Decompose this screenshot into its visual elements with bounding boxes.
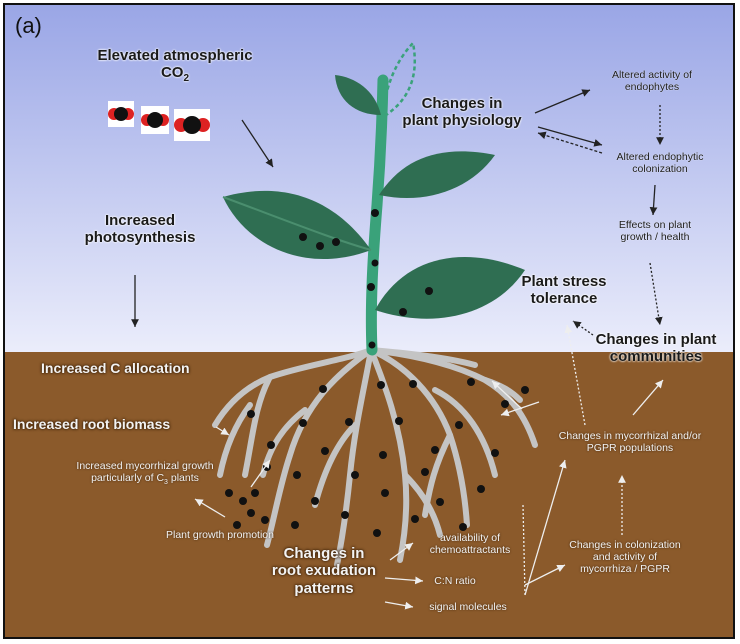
colonization-line1: Altered endophytic xyxy=(617,151,704,163)
elevated-co2-line1: Elevated atmospheric xyxy=(97,47,252,64)
root-exudation-label: Changes in root exudation patterns xyxy=(259,545,389,597)
plant-communities-label: Changes in plant communities xyxy=(579,331,733,366)
populations-line1: Changes in mycorrhizal and/or xyxy=(559,430,701,442)
co2-molecule-icon xyxy=(141,106,169,134)
panel-label: (a) xyxy=(15,13,42,38)
mycorrhizal-line1: Increased mycorrhizal growth xyxy=(76,460,213,472)
exudation-line3: patterns xyxy=(294,580,353,597)
colonization-activity-line2: and activity of xyxy=(593,551,657,563)
exudation-line1: Changes in xyxy=(284,545,365,562)
effects-line1: Effects on plant xyxy=(619,219,691,231)
co2-molecule-icon xyxy=(108,101,134,127)
effects-line2: growth / health xyxy=(621,231,690,243)
mycorrhizal-line2: particularly of C xyxy=(91,472,164,484)
plant-stress-label: Plant stress tolerance xyxy=(501,273,627,308)
exudation-line2: root exudation xyxy=(272,562,376,579)
plant-physiology-label: Changes in plant physiology xyxy=(389,95,535,130)
elevated-co2-line2: CO xyxy=(161,64,184,81)
plant-growth-promotion-label: Plant growth promotion xyxy=(145,529,295,541)
physiology-line1: Changes in xyxy=(422,95,503,112)
colonization-line2: colonization xyxy=(632,163,687,175)
c-allocation-label: Increased C allocation xyxy=(41,360,241,376)
stress-line2: tolerance xyxy=(531,290,598,307)
diagram-frame: (a) Elevated atmospheric CO2 Increased p… xyxy=(3,3,735,639)
effects-label: Effects on plant growth / health xyxy=(595,219,715,243)
activity-line1: Altered activity of xyxy=(612,69,692,81)
physiology-line2: plant physiology xyxy=(402,112,521,129)
chemo-line2: chemoattractants xyxy=(430,544,511,556)
altered-activity-label: Altered activity of endophytes xyxy=(587,69,717,93)
mycorrhizal-growth-label: Increased mycorrhizal growth particularl… xyxy=(35,460,255,487)
altered-colonization-label: Altered endophytic colonization xyxy=(595,151,725,175)
chemoattractants-label: availability of chemoattractants xyxy=(415,532,525,556)
mycorrhizal-populations-label: Changes in mycorrhizal and/or PGPR popul… xyxy=(535,430,725,454)
root-biomass-label: Increased root biomass xyxy=(13,416,223,432)
photosynthesis-line1: Increased xyxy=(105,212,175,229)
communities-line2: communities xyxy=(610,348,703,365)
signal-molecules-label: signal molecules xyxy=(413,601,523,613)
co2-molecule-icon xyxy=(174,109,210,141)
cn-ratio-label: C:N ratio xyxy=(425,575,485,587)
populations-line2: PGPR populations xyxy=(587,442,673,454)
mycorrhizal-line2-end: plants xyxy=(168,472,199,484)
elevated-co2-label: Elevated atmospheric CO2 xyxy=(75,47,275,85)
colonization-activity-line1: Changes in colonization xyxy=(569,539,681,551)
communities-line1: Changes in plant xyxy=(596,331,717,348)
activity-line2: endophytes xyxy=(625,81,679,93)
colonization-activity-label: Changes in colonization and activity of … xyxy=(550,539,700,575)
colonization-activity-line3: mycorrhiza / PGPR xyxy=(580,563,670,575)
increased-photosynthesis-label: Increased photosynthesis xyxy=(75,212,205,247)
photosynthesis-line2: photosynthesis xyxy=(85,229,196,246)
stress-line1: Plant stress xyxy=(521,273,606,290)
chemo-line1: availability of xyxy=(440,532,500,544)
elevated-co2-sub: 2 xyxy=(183,73,189,84)
